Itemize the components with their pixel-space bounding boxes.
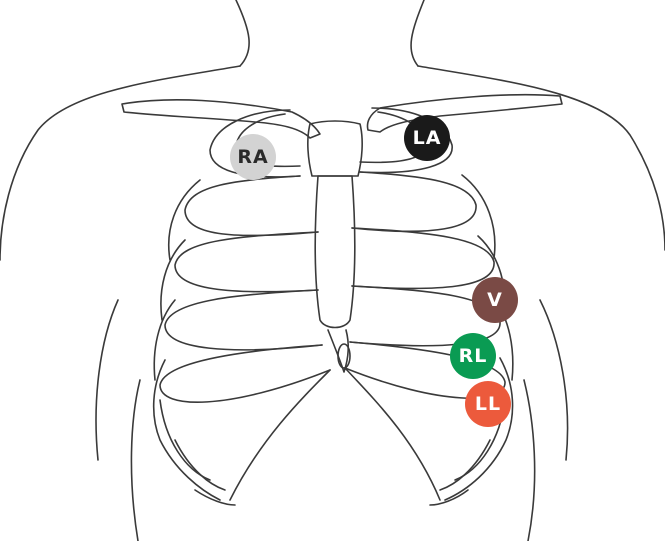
left-clavicle [122,100,320,138]
electrode-ra: RA [230,134,276,180]
electrode-ra-label: RA [237,146,268,168]
electrode-v-label: V [487,289,503,311]
neck-left-outline [236,0,249,66]
electrode-rl-label: RL [459,345,488,367]
right-torso-side [524,380,535,541]
sternum-body [315,176,355,328]
right-arm-crease [540,300,568,460]
electrode-ll: LL [465,381,511,427]
electrode-rl: RL [450,333,496,379]
electrode-ll-label: LL [475,393,501,415]
right-costal-margin [345,368,440,500]
left-torso-side [131,380,140,541]
electrode-v: V [472,277,518,323]
right-clavicle [368,95,563,132]
right-shoulder-outline [418,66,665,250]
electrode-la: LA [404,115,450,161]
left-arm-crease [96,300,118,460]
electrode-la-label: LA [413,127,442,149]
left-costal-margin [230,370,330,500]
neck-right-outline [411,0,424,66]
